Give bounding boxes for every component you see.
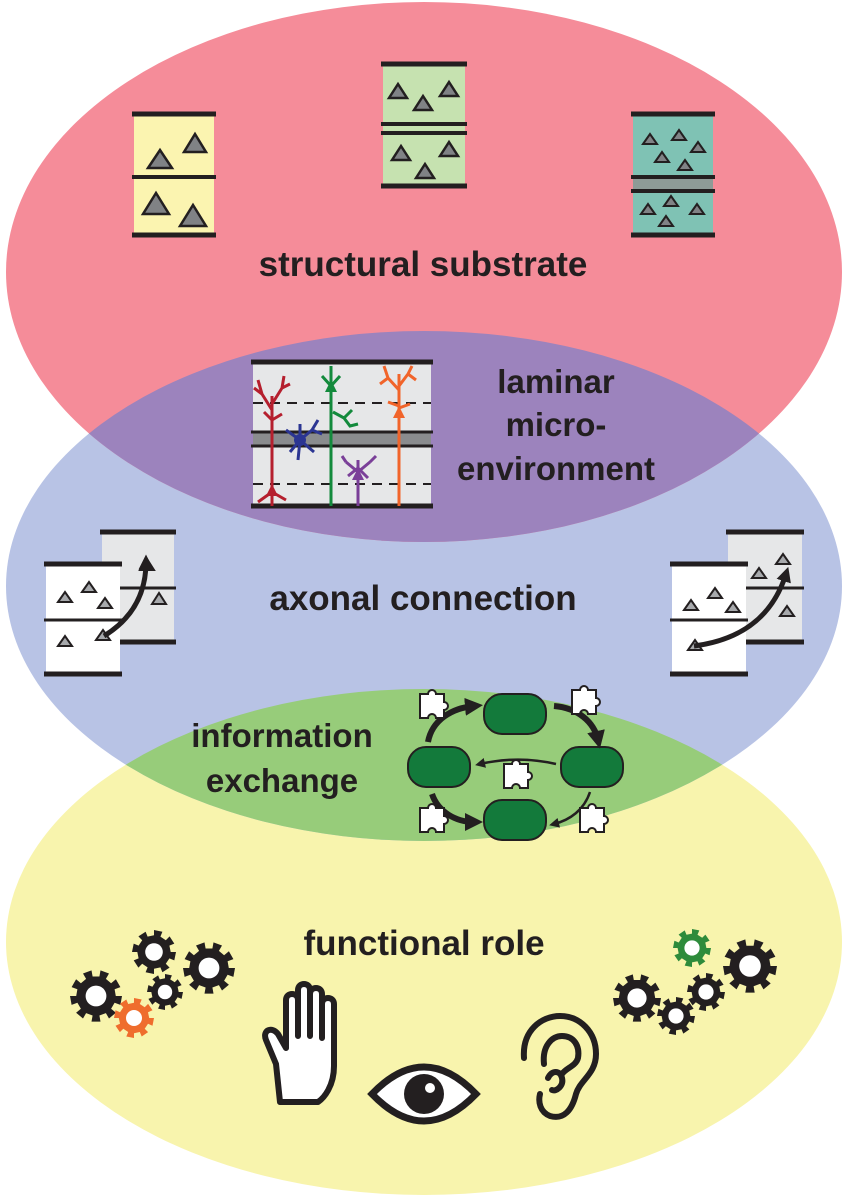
gear-icon xyxy=(687,973,725,1011)
puzzle-icon xyxy=(571,685,601,715)
gear-icon xyxy=(114,998,154,1038)
network-node-bottom xyxy=(483,799,547,841)
gear-clusters xyxy=(70,929,777,1038)
axonal-panels-left xyxy=(44,529,176,677)
information-label-line2: exchange xyxy=(206,762,358,799)
network-arrow-top-right xyxy=(553,703,605,749)
network-node-left xyxy=(407,746,471,788)
functional-role-label: functional role xyxy=(303,924,544,963)
gear-icon xyxy=(723,939,777,993)
gear-icon xyxy=(613,974,661,1022)
eye-icon xyxy=(367,1063,481,1125)
puzzle-icon xyxy=(503,759,533,789)
axonal-connection-label: axonal connection xyxy=(269,579,576,618)
puzzle-icon xyxy=(419,803,449,833)
information-label-line1: information xyxy=(191,717,372,754)
network-arrow-right-bottom xyxy=(549,791,592,828)
green-pyramidal-neuron xyxy=(320,366,359,506)
blue-stellate-neuron xyxy=(285,419,323,461)
cortex-panel-teal xyxy=(631,111,715,238)
puzzle-icon xyxy=(579,803,609,833)
purple-pyramidal-neuron xyxy=(340,454,378,506)
structural-substrate-label: structural substrate xyxy=(259,245,588,284)
network-arrow-left-bottom xyxy=(429,792,483,831)
gear-icon xyxy=(147,974,183,1010)
cortex-panel-yellow xyxy=(132,111,216,238)
puzzle-icon xyxy=(419,689,449,719)
information-network xyxy=(407,685,624,841)
orange-pyramidal-neuron xyxy=(379,365,417,506)
network-node-right xyxy=(560,746,624,788)
gear-icon xyxy=(70,970,122,1022)
functional-role-ellipse xyxy=(6,689,842,1195)
laminar-neuron-panel xyxy=(251,359,433,509)
network-node-top xyxy=(483,693,547,735)
laminar-label-line2: micro- xyxy=(506,406,607,443)
hand-icon xyxy=(262,981,337,1105)
red-pyramidal-neuron xyxy=(253,375,291,506)
laminar-overlap-region xyxy=(6,331,842,542)
laminar-label-line3: environment xyxy=(457,450,655,487)
axon-arrow-left xyxy=(102,554,154,639)
gear-icon xyxy=(132,930,176,974)
gear-icon xyxy=(657,997,695,1035)
cortex-panel-green xyxy=(381,61,467,189)
axonal-panels-right xyxy=(670,529,804,677)
gear-icon xyxy=(183,942,235,994)
ear-icon xyxy=(520,1013,599,1120)
laminar-label-line1: laminar xyxy=(497,363,615,400)
gear-icon xyxy=(673,929,711,967)
axon-arrow-right xyxy=(693,566,791,649)
